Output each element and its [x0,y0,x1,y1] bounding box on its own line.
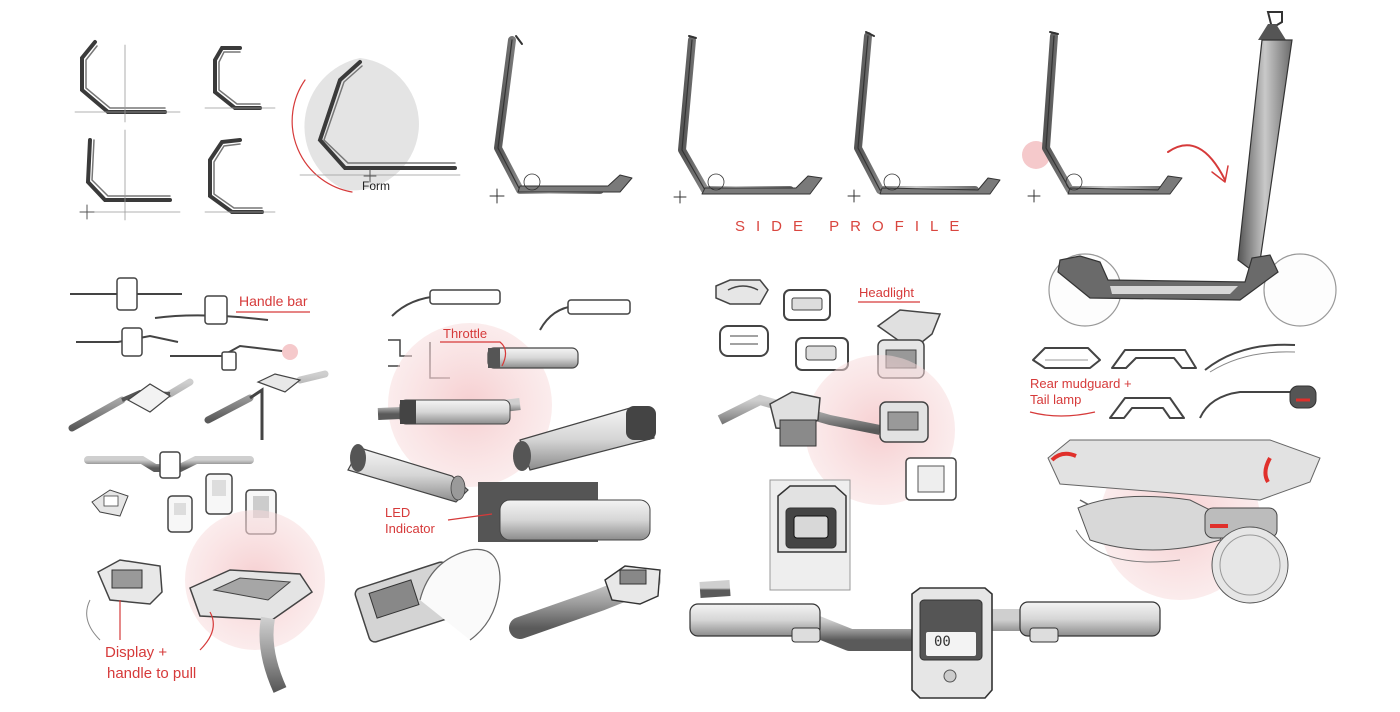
grip-render-1 [347,444,469,503]
display-icon-1 [91,489,129,517]
rear-mudguard-studies [1032,343,1317,419]
display-readout: 00 [934,634,951,650]
scooter-profile-1 [489,35,633,204]
grip-render-2 [513,406,656,471]
scooter-profile-4 [1022,31,1183,203]
form-studies [74,40,461,221]
hand-sketch [419,548,501,641]
main-handlebar-render [509,479,1161,699]
form-study-highlight [291,58,461,193]
handle-bar-label: Handle bar [239,293,308,309]
side-profile-scooters [489,31,1229,204]
handle-bar-studies [68,277,329,440]
display-studies [84,451,325,693]
rear-mudguard-label-line2: Tail lamp [1030,392,1082,407]
form-study-1 [74,40,181,123]
label-pointers [119,301,1096,651]
led-indicator-label-line1: LED [385,505,411,520]
transition-arrow [1167,144,1226,181]
form-study-4 [204,138,276,214]
tail-lamp-renders [1047,439,1321,604]
throttle-label: Throttle [443,326,488,341]
scooter-profile-2 [673,35,823,204]
rear-mudguard-label-line1: Rear mudguard + [1030,376,1132,391]
led-indicator-label-line2: Indicator [385,521,435,536]
display-label-line2: handle to pull [107,665,197,682]
form-label: Form [362,179,390,193]
form-study-2 [204,46,276,110]
headlight-studies [715,279,957,505]
headlight-label: Headlight [859,285,914,300]
scooter-profile-3 [847,31,1001,203]
scooter-render-large [1048,11,1337,327]
side-profile-label: SIDE PROFILE [735,218,971,235]
throttle-studies [347,289,656,503]
form-study-3 [79,129,181,221]
led-indicator-render [354,482,780,643]
display-label-line1: Display + [105,644,168,661]
